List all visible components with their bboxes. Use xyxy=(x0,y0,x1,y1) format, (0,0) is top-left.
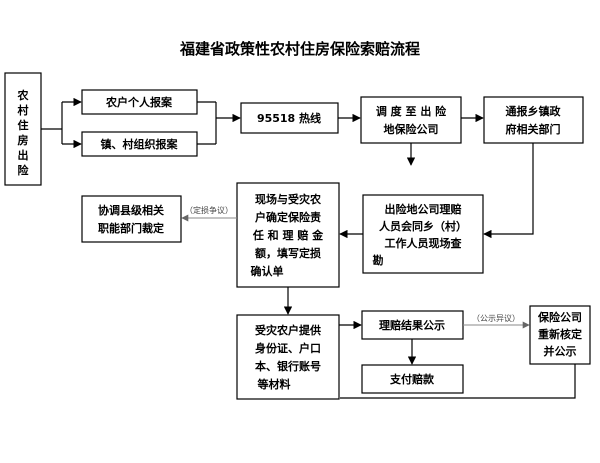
node-text: 理赔结果公示 xyxy=(379,318,445,332)
node-village-report: 镇、村组织报案 xyxy=(81,131,198,157)
svg-text:保险公司重新核定并公示: 保险公司重新核定并公示 xyxy=(537,310,582,358)
svg-text:受灾农户提供身份证、户口本、银行账号等材料: 受灾农户提供身份证、户口本、银行账号等材料 xyxy=(255,323,321,391)
node-text: 地保险公司 xyxy=(384,122,439,136)
node-text: 并公示 xyxy=(544,344,577,358)
node-notify-govt: 通报乡镇政府相关部门 xyxy=(483,96,584,144)
node-text: 工作人员现场查 xyxy=(385,236,462,250)
node-joint-survey: 出险地公司理赔人员会同乡（村） 工作人员现场查勘 xyxy=(362,194,484,274)
svg-text:通报乡镇政府相关部门: 通报乡镇政府相关部门 xyxy=(506,104,562,136)
node-text: 协调县级相关 xyxy=(98,203,164,217)
node-payment: 支付赔款 xyxy=(361,364,464,394)
node-text: 95518 热线 xyxy=(257,111,321,125)
node-hotline: 95518 热线 xyxy=(240,102,339,134)
node-text: 支付赔款 xyxy=(389,372,435,386)
svg-text:协调县级相关职能部门裁定: 协调县级相关职能部门裁定 xyxy=(98,203,164,235)
node-text: 通报乡镇政 xyxy=(506,104,562,118)
note-public-objection: （公示异议） xyxy=(472,314,520,323)
svg-text:农村住房出险: 农村住房出险 xyxy=(17,88,30,177)
node-text: 户确定保险责 xyxy=(255,210,321,224)
node-house-loss: 农村住房出险 xyxy=(4,72,42,186)
node-farmer-report: 农户个人报案 xyxy=(81,89,198,115)
node-text: 任 和 理 赔 金 xyxy=(252,228,324,242)
node-text: 出险地公司理赔 xyxy=(385,202,462,216)
node-text: 等材料 xyxy=(257,377,291,391)
flowchart-title: 福建省政策性农村住房保险索赔流程 xyxy=(179,40,420,58)
node-text: 身份证、户口 xyxy=(255,341,321,355)
node-announce-result: 理赔结果公示 xyxy=(361,310,464,340)
svg-text:出险地公司理赔人员会同乡（村）工作人员现场查勘: 出险地公司理赔人员会同乡（村） 工作人员现场查勘 xyxy=(373,202,468,267)
node-text: 农 xyxy=(17,88,29,102)
node-text: 人员会同乡（村） xyxy=(379,219,467,233)
node-text: 受灾农户提供 xyxy=(255,323,321,337)
node-text: 确认单 xyxy=(251,264,284,278)
node-onsite-confirm: 现场与受灾农户确定保险责任 和 理 赔 金额，填写定损确认单 xyxy=(236,182,340,288)
node-text: 房 xyxy=(18,133,29,147)
node-text: 重新核定 xyxy=(538,327,582,341)
svg-text:调 度 至 出 险地保险公司: 调 度 至 出 险地保险公司 xyxy=(376,104,447,136)
node-text: 调 度 至 出 险 xyxy=(376,104,447,118)
node-text: 镇、村组织报案 xyxy=(101,137,179,151)
node-submit-materials: 受灾农户提供身份证、户口本、银行账号等材料 xyxy=(236,314,340,400)
node-text: 村 xyxy=(18,103,29,117)
node-recheck: 保险公司重新核定并公示 xyxy=(529,305,591,365)
node-text: 出 xyxy=(18,148,29,162)
node-text: 险 xyxy=(18,163,30,177)
node-text: 本、银行账号 xyxy=(255,359,321,373)
node-county-appraisal: 协调县级相关职能部门裁定 xyxy=(81,195,182,243)
note-loss-dispute: （定损争议） xyxy=(185,205,233,215)
node-text: 农户个人报案 xyxy=(105,95,173,109)
node-text: 现场与受灾农 xyxy=(255,192,321,206)
node-text: 住 xyxy=(18,118,29,132)
connectors xyxy=(41,97,576,399)
node-text: 职能部门裁定 xyxy=(98,221,164,235)
node-text: 府相关部门 xyxy=(506,122,561,136)
node-text: 保险公司 xyxy=(537,310,582,324)
node-text: 额，填写定损 xyxy=(255,246,321,260)
svg-text:现场与受灾农户确定保险责任 和 理 赔 金额，填写定损确认单: 现场与受灾农户确定保险责任 和 理 赔 金额，填写定损确认单 xyxy=(251,192,325,278)
node-dispatch: 调 度 至 出 险地保险公司 xyxy=(360,96,462,144)
node-text: 勘 xyxy=(373,253,384,267)
